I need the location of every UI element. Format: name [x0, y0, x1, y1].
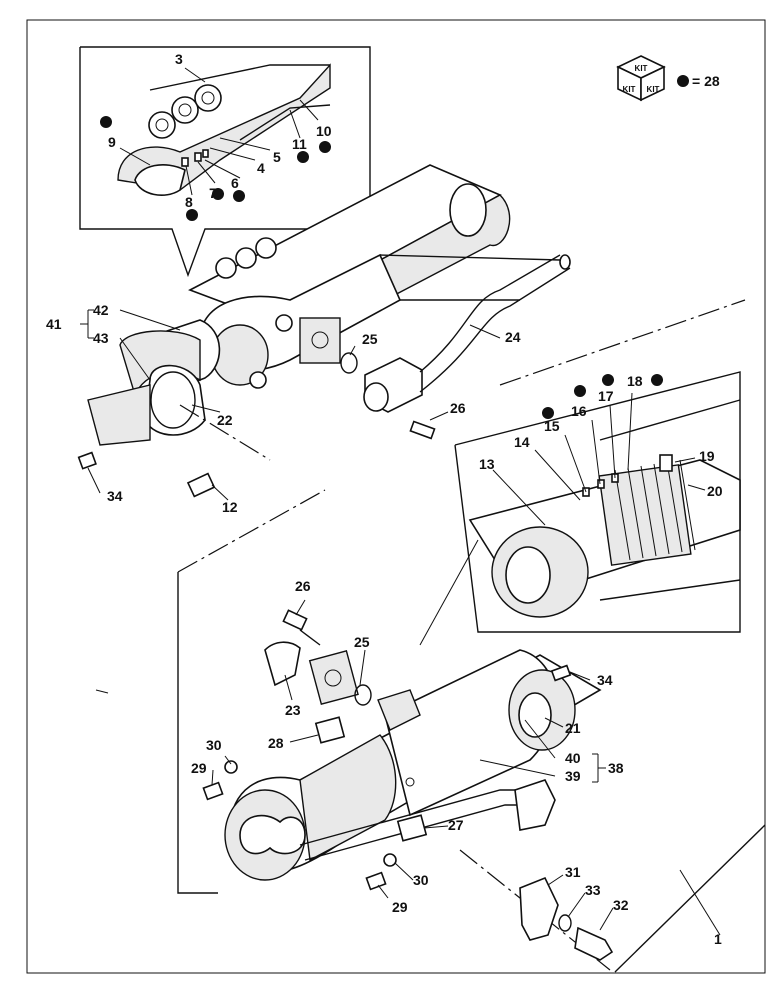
callout-1: 1 [714, 931, 722, 947]
callout-18: 18 [627, 373, 643, 389]
callout-34-lower: 34 [597, 672, 613, 688]
callout-20: 20 [707, 483, 723, 499]
callout-labels: 3 9 10 11 5 4 6 7 8 41 42 43 25 24 22 26… [46, 51, 723, 947]
callout-26-upper: 26 [450, 400, 466, 416]
callout-24: 24 [505, 329, 521, 345]
kit-dot-7 [212, 188, 224, 200]
kit-legend: KIT KIT KIT = 28 [616, 55, 720, 102]
kit-label-left: KIT [623, 85, 636, 94]
kit-dot-8 [186, 209, 198, 221]
o-ring-25-upper [340, 352, 358, 374]
callout-27: 27 [448, 817, 464, 833]
kit-label-top: KIT [635, 64, 648, 73]
callout-41: 41 [46, 316, 62, 332]
kit-dot-15 [542, 407, 554, 419]
o-ring-25-lower [354, 684, 372, 706]
callout-10: 10 [316, 123, 332, 139]
callout-26-lower: 26 [295, 578, 311, 594]
callout-9: 9 [108, 134, 116, 150]
callout-31: 31 [565, 864, 581, 880]
callout-4: 4 [257, 160, 265, 176]
callout-3: 3 [175, 51, 183, 67]
callout-5: 5 [273, 149, 281, 165]
kit-cube-icon: KIT KIT KIT [616, 55, 666, 102]
kit-label-right: KIT [647, 85, 660, 94]
callout-29-lower: 29 [392, 899, 408, 915]
callout-25-lower: 25 [354, 634, 370, 650]
callout-15: 15 [544, 418, 560, 434]
kit-dot-11 [297, 151, 309, 163]
callout-30-upper: 30 [206, 737, 222, 753]
callout-28: 28 [268, 735, 284, 751]
callout-7: 7 [209, 185, 217, 201]
callout-30-lower: 30 [413, 872, 429, 888]
callout-23: 23 [285, 702, 301, 718]
callout-13: 13 [479, 456, 495, 472]
callout-39: 39 [565, 768, 581, 784]
kit-dot-16 [574, 385, 586, 397]
callout-25-upper: 25 [362, 331, 378, 347]
kit-marker-dot [677, 75, 689, 87]
kit-dot-17 [602, 374, 614, 386]
callout-16: 16 [571, 403, 587, 419]
callout-42: 42 [93, 302, 109, 318]
callout-34-upper: 34 [107, 488, 123, 504]
callout-22: 22 [217, 412, 233, 428]
outer-frame [26, 19, 766, 974]
callout-6: 6 [231, 175, 239, 191]
callout-29-upper: 29 [191, 760, 207, 776]
callout-40: 40 [565, 750, 581, 766]
callout-32: 32 [613, 897, 629, 913]
callout-17: 17 [598, 388, 614, 404]
detail-rod-head [79, 46, 371, 278]
callout-12: 12 [222, 499, 238, 515]
callout-38: 38 [608, 760, 624, 776]
callout-33: 33 [585, 882, 601, 898]
callout-11: 11 [292, 136, 307, 152]
kit-marker-text: = 28 [692, 73, 720, 89]
leader-lines [80, 309, 721, 936]
callout-14: 14 [514, 434, 530, 450]
kit-dot-18 [651, 374, 663, 386]
frame-corner-cut [614, 824, 766, 973]
upper-cylinder-assembly [77, 164, 571, 498]
washer-33 [558, 914, 572, 932]
kit-dot-6 [233, 190, 245, 202]
kit-dot-10 [319, 141, 331, 153]
lower-cylinder-assembly [177, 299, 746, 971]
callout-19: 19 [699, 448, 715, 464]
callout-43: 43 [93, 330, 109, 346]
kit-dot-9 [100, 116, 112, 128]
callout-8: 8 [185, 194, 193, 210]
detail-piston [419, 371, 741, 646]
callout-21: 21 [565, 720, 581, 736]
